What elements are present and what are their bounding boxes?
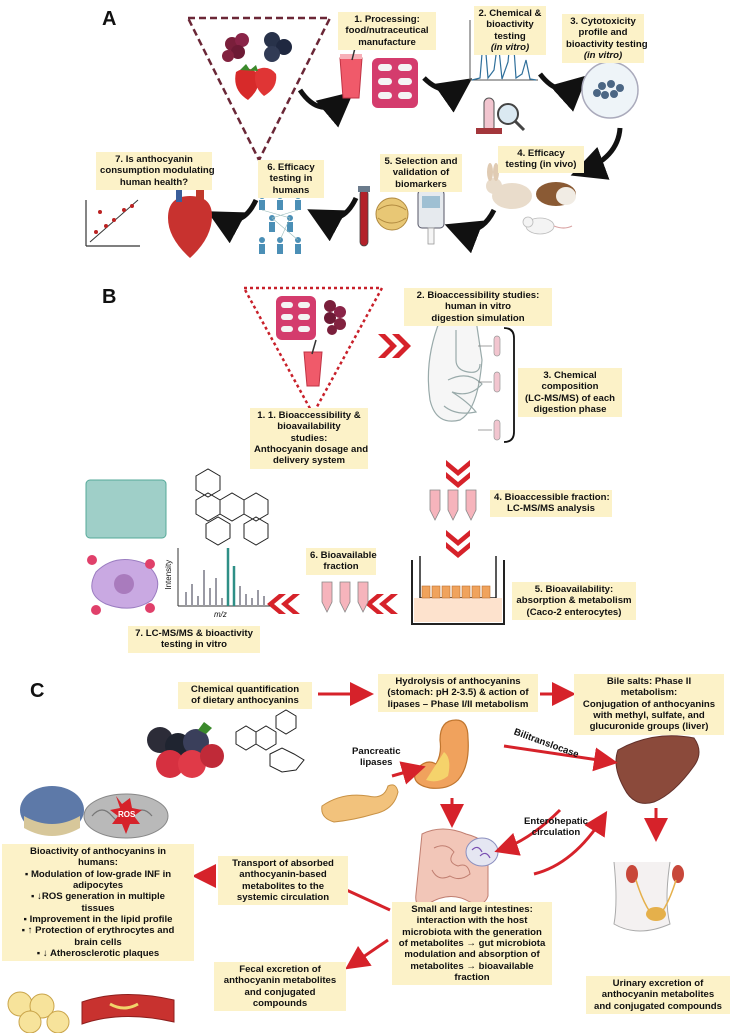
cell-icon xyxy=(87,555,159,615)
liver-icon xyxy=(615,735,700,804)
transwell-icon xyxy=(411,556,505,625)
adipocyte-icon xyxy=(7,991,70,1033)
pancreas-icon xyxy=(321,784,399,823)
panel-c-graphics xyxy=(7,682,700,1033)
ms-ylabel: Intensity xyxy=(164,559,174,590)
b-step5-box: 5. Bioavailability:absorption & metaboli… xyxy=(512,582,636,620)
eppendorf-tube-icon-b xyxy=(321,581,369,613)
anthocyanin-molecule-icon xyxy=(195,468,269,546)
stomach-icon xyxy=(414,719,469,789)
panel-letter-c: C xyxy=(30,680,45,702)
ms-xlabel: m/z xyxy=(214,610,227,619)
heart-icon xyxy=(168,186,212,258)
food-triangle-b xyxy=(241,286,385,417)
well-plate-icon xyxy=(85,479,167,539)
panel-letter-b: B xyxy=(102,286,117,308)
intestine-icon xyxy=(415,828,499,907)
c-intestines-box: Small and large intestines:interaction w… xyxy=(392,902,552,986)
eppendorf-tube-icon-group xyxy=(478,335,501,441)
berries-icon-c xyxy=(147,722,224,778)
ros-label: ROS xyxy=(118,810,136,819)
brain-icon xyxy=(20,786,84,836)
berries-icon xyxy=(222,32,292,100)
juice-glass-icon xyxy=(339,43,363,99)
juice-glass-icon-b xyxy=(303,339,323,387)
glucometer-icon xyxy=(417,189,445,245)
digestive-system-icon xyxy=(427,316,483,422)
petri-dish-icon xyxy=(581,61,639,119)
capsule-pack-icon xyxy=(372,58,418,108)
scatter-plot-icon xyxy=(85,199,140,247)
artery-icon xyxy=(81,994,175,1025)
human-network-icon xyxy=(259,193,301,254)
mass-spectrum-icon xyxy=(177,548,270,607)
sphere-icon xyxy=(375,197,409,231)
b-step4-box: 4. Bioaccessible fraction:LC-MS/MS analy… xyxy=(490,490,612,517)
capsule-pack-icon-b xyxy=(276,296,316,340)
panel-b-graphics xyxy=(85,286,515,625)
blood-tube-icon xyxy=(358,186,370,247)
panel-a-graphics xyxy=(85,16,639,258)
eppendorf-tube-icon xyxy=(429,489,477,521)
panel-letter-a: A xyxy=(102,8,117,30)
guinea-pig-icon xyxy=(536,182,576,206)
anthocyanin-molecule-icon-c xyxy=(235,709,305,773)
mitochondria-icon xyxy=(83,793,169,839)
kidney-icon xyxy=(613,861,684,932)
mouse-icon xyxy=(522,216,573,235)
rabbit-icon xyxy=(486,163,532,209)
b-step2-box: 2. Bioaccessibility studies:human in vit… xyxy=(404,288,552,326)
food-triangle-a xyxy=(185,16,333,163)
berries-icon-b xyxy=(324,300,346,335)
test-tube-magnifier-icon xyxy=(476,97,526,134)
c-hydrolysis-box: Hydrolysis of anthocyanins(stomach: pH 2… xyxy=(378,674,538,712)
